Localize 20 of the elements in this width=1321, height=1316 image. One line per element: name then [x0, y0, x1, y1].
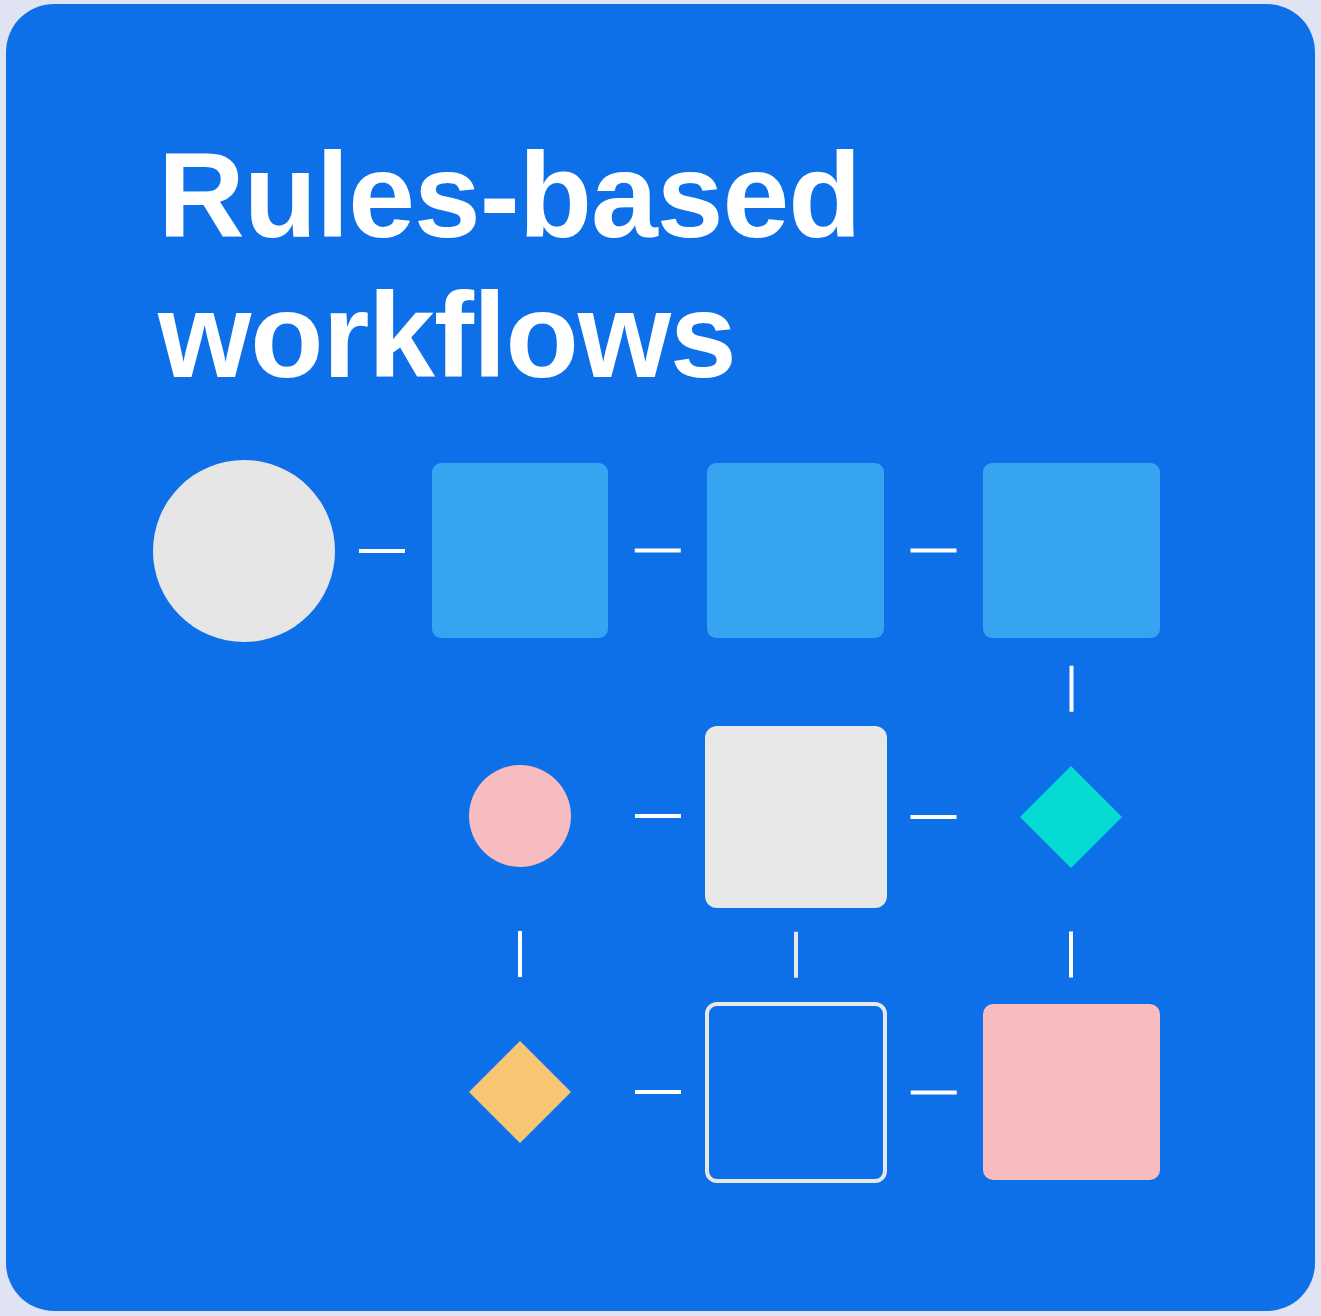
connector-line: [359, 549, 405, 553]
square-node: [705, 726, 887, 908]
diamond-node: [469, 1041, 571, 1143]
connector-line: [1069, 931, 1073, 978]
connector-line: [635, 814, 681, 818]
title: Rules-based workflows: [158, 127, 862, 404]
square-node: [983, 463, 1160, 638]
connector-line: [910, 548, 957, 553]
connector-line: [634, 548, 681, 553]
connector-line: [910, 1090, 957, 1095]
connector-line: [910, 815, 957, 819]
connector-line: [635, 1090, 681, 1094]
connector-line: [1069, 665, 1074, 712]
connector-line: [794, 931, 798, 978]
square-node: [432, 463, 608, 638]
diamond-node: [1020, 766, 1122, 868]
connector-line: [518, 931, 522, 977]
square-node: [983, 1004, 1160, 1180]
outlined-square-node: [705, 1002, 887, 1183]
square-node: [707, 463, 884, 638]
